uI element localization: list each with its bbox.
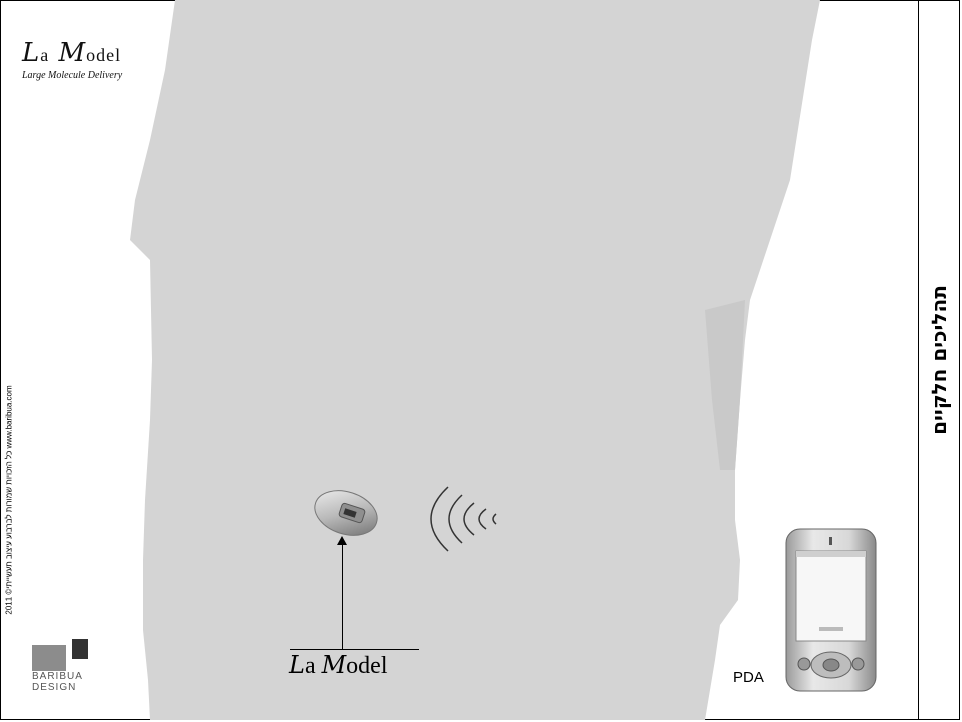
logo-rest-odel: odel xyxy=(86,45,121,65)
brand-line1: BARIBUA xyxy=(32,671,112,682)
brand-line2: DESIGN xyxy=(32,682,112,693)
pointer-line xyxy=(342,540,343,650)
pda-label: PDA xyxy=(733,669,764,686)
logo-tagline: Large Molecule Delivery xyxy=(22,70,122,82)
logo-initial-m: M xyxy=(59,38,87,68)
lamodel-device-label: La Model xyxy=(289,651,388,680)
label-initial-m: M xyxy=(322,651,347,679)
pda-device-image xyxy=(784,527,878,693)
baribua-mark-icon xyxy=(32,639,94,671)
body-silhouette xyxy=(0,0,918,720)
label-underline xyxy=(290,649,419,650)
side-divider xyxy=(918,0,919,720)
wireless-signal-icon xyxy=(418,483,504,555)
logo-initial-l: L xyxy=(22,38,40,68)
label-letter-a: a xyxy=(305,653,322,679)
baribua-logo: BARIBUA DESIGN xyxy=(32,639,94,676)
logo-letter-a: a xyxy=(40,45,49,65)
lamodel-device-image xyxy=(308,484,384,544)
side-title: תהליכים חלקיים xyxy=(927,285,951,435)
lamodel-logo: La Model Large Molecule Delivery xyxy=(22,38,122,82)
label-initial-l: L xyxy=(289,651,305,679)
copyright-text: 2011 ©כל הזכויות שמורות לברבוע עיצוב תעש… xyxy=(5,385,14,614)
label-rest-odel: odel xyxy=(346,653,387,679)
